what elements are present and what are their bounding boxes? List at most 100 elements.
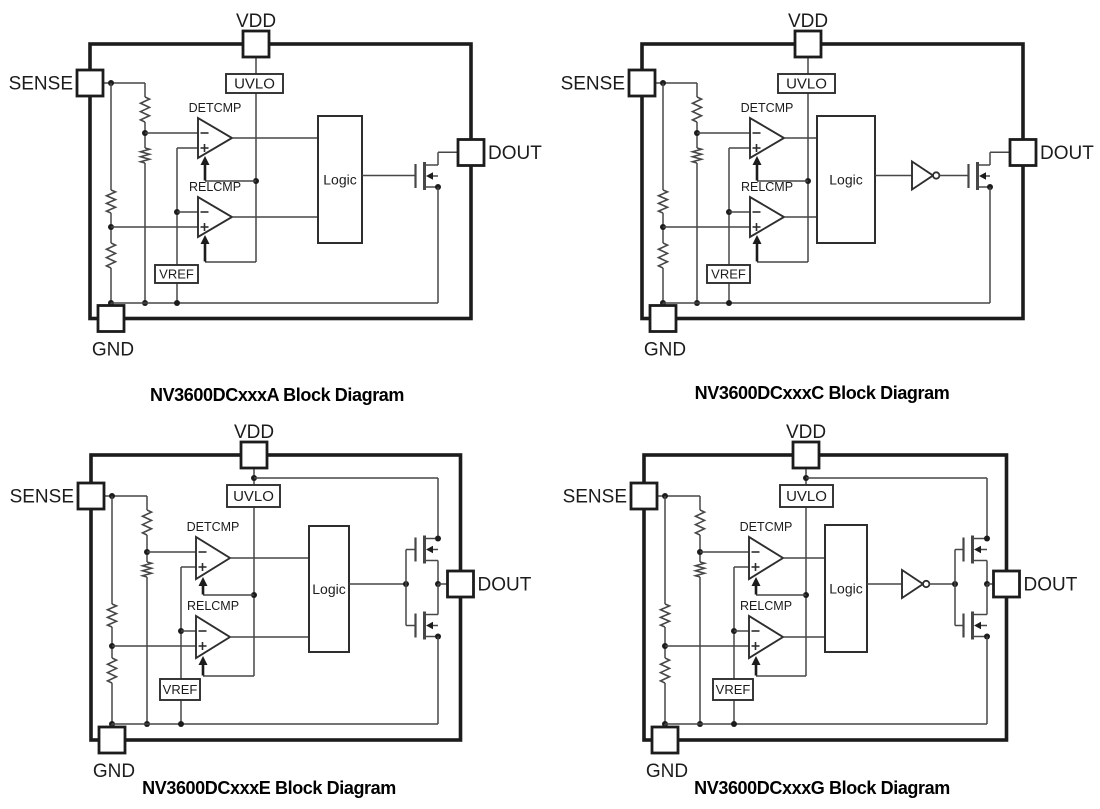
relcmp-comparator	[748, 614, 785, 660]
dout-pin-label: DOUT	[478, 575, 532, 596]
logic-block	[824, 524, 868, 653]
relcmp-label: RELCMP	[189, 180, 241, 194]
diagram-title-c: NV3600DCxxxC Block Diagram	[694, 383, 950, 403]
diagram-title-a: NV3600DCxxxA Block Diagram	[149, 385, 405, 405]
reference-arrowhead	[752, 156, 762, 165]
resistor	[140, 509, 154, 536]
reference-arrowhead	[200, 156, 210, 165]
uvlo-label: UVLO	[234, 76, 275, 93]
gnd-pin-label: GND	[646, 761, 688, 782]
block-diagram-E: DETCMP RELCMP UVLO VREF Logic VDD SENSE GND DOUT	[10, 422, 532, 782]
inverter-bubble	[932, 171, 941, 180]
reference-arrowhead	[751, 656, 761, 665]
resistor	[693, 509, 707, 536]
dout-pin	[446, 569, 475, 599]
diagram-title-e: NV3600DCxxxE Block Diagram	[142, 778, 396, 798]
sense-pin	[76, 481, 106, 511]
vref-block	[706, 264, 751, 284]
logic-block	[308, 525, 350, 653]
detcmp-label: DETCMP	[740, 520, 793, 534]
resistor	[105, 603, 119, 628]
detcmp-label: DETCMP	[187, 520, 240, 534]
vref-label: VREF	[163, 682, 198, 697]
highside-mosfet	[414, 535, 438, 564]
sense-pin	[629, 481, 659, 511]
logic-label: Logic	[829, 172, 862, 188]
sense-pin	[75, 68, 105, 98]
resistor	[656, 189, 670, 214]
output-mosfet	[414, 162, 438, 190]
uvlo-label: UVLO	[233, 488, 274, 505]
body-arrow	[974, 621, 981, 630]
output-mosfet	[967, 162, 990, 190]
vref-block	[712, 678, 754, 701]
junction-dot	[984, 535, 990, 542]
resistor	[692, 561, 708, 578]
lowside-mosfet	[414, 611, 438, 640]
gnd-pin-label: GND	[93, 761, 135, 782]
reference-arrowhead	[198, 656, 208, 665]
resistor	[105, 657, 119, 684]
resistor	[104, 242, 118, 269]
junction-dot	[731, 721, 737, 727]
gnd-pin	[648, 304, 678, 333]
detcmp-comparator	[197, 116, 234, 160]
detcmp-label: DETCMP	[189, 101, 242, 115]
relcmp-label: RELCMP	[741, 180, 793, 194]
vdd-pin	[239, 440, 269, 470]
vdd-pin-label: VDD	[234, 422, 274, 443]
detcmp-comparator	[748, 535, 785, 581]
uvlo-block	[226, 484, 281, 508]
reference-arrowhead	[752, 235, 762, 244]
dout-pin-label: DOUT	[1024, 575, 1078, 596]
gnd-pin-label: GND	[92, 340, 134, 361]
reference-arrowhead	[200, 235, 210, 244]
uvlo-label: UVLO	[786, 488, 827, 505]
dout-pin	[992, 569, 1021, 599]
gnd-pin	[96, 304, 126, 333]
vdd-pin-label: VDD	[236, 11, 276, 32]
relcmp-comparator	[197, 195, 234, 239]
inverter-gate	[901, 568, 925, 600]
inverter-gate	[911, 159, 935, 192]
sense-pin	[627, 68, 657, 98]
resistor	[658, 603, 672, 628]
logic-block	[816, 115, 876, 244]
gnd-pin-label: GND	[644, 340, 686, 361]
body-arrow	[426, 172, 433, 180]
sense-pin-label: SENSE	[563, 487, 627, 508]
junction-dot	[178, 721, 184, 727]
vdd-pin-label: VDD	[788, 11, 828, 32]
uvlo-block	[777, 73, 836, 94]
reference-arrowhead	[751, 577, 761, 586]
diagram-title-g: NV3600DCxxxG Block Diagram	[694, 778, 950, 798]
junction-dot	[174, 300, 180, 306]
gnd-pin	[97, 725, 127, 755]
vref-label: VREF	[716, 682, 751, 697]
sense-pin-label: SENSE	[561, 74, 625, 95]
detcmp-label: DETCMP	[741, 101, 794, 115]
vdd-pin-label: VDD	[786, 422, 826, 443]
highside-mosfet	[962, 535, 987, 564]
sense-pin-label: SENSE	[10, 487, 74, 508]
logic-label: Logic	[829, 581, 862, 597]
resistor	[139, 561, 155, 578]
uvlo-label: UVLO	[786, 76, 827, 93]
vdd-pin	[793, 29, 823, 59]
logic-label: Logic	[312, 581, 345, 597]
vdd-pin	[791, 440, 821, 470]
reference-arrowhead	[198, 577, 208, 586]
resistor	[690, 96, 704, 123]
logic-block	[317, 115, 363, 244]
inverter-bubble	[922, 579, 931, 589]
relcmp-label: RELCMP	[187, 599, 239, 613]
vref-label: VREF	[711, 267, 746, 282]
junction-dot	[435, 535, 441, 542]
dout-pin-label: DOUT	[488, 143, 542, 164]
relcmp-label: RELCMP	[740, 599, 792, 613]
dout-pin	[1008, 138, 1038, 167]
resistor	[104, 189, 118, 214]
sense-pin-label: SENSE	[9, 74, 73, 95]
